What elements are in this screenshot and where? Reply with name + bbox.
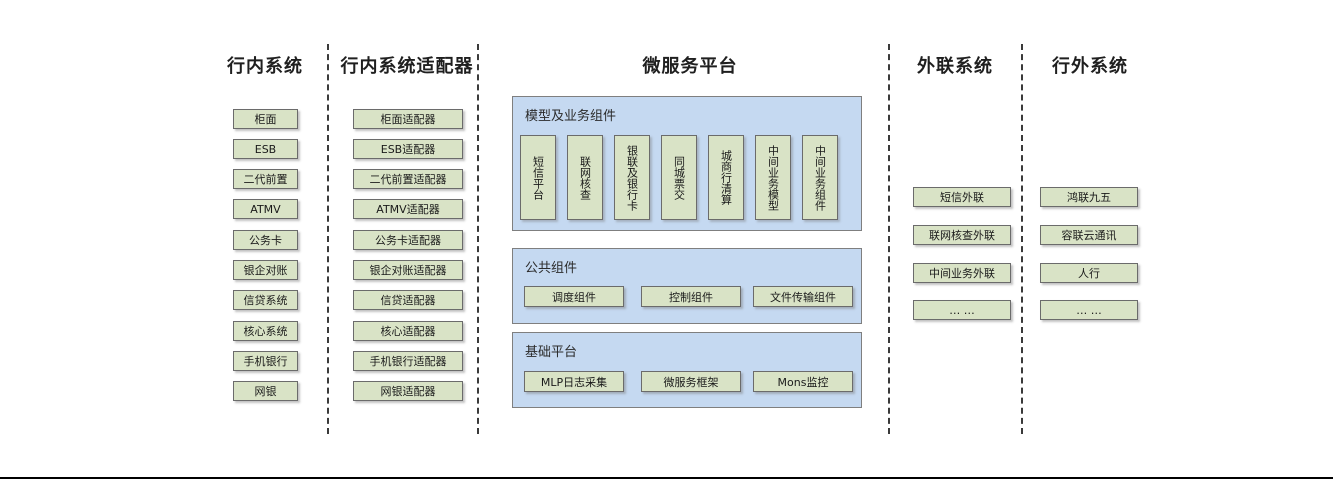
node-model-component[interactable]: 城商行清算: [708, 135, 744, 220]
node-inbank-system[interactable]: 柜面: [233, 109, 298, 129]
node-model-component-label: 中间业务模型: [766, 144, 780, 211]
panel-title-base-platform: 基础平台: [525, 345, 578, 360]
node-model-component-label: 银联及银行卡: [625, 144, 639, 211]
platform-title: 微服务平台: [642, 56, 738, 77]
panel-title-model-business-components: 模型及业务组件: [525, 109, 617, 124]
node-inbank-system[interactable]: 手机银行: [233, 351, 298, 371]
node-inbank-adapter[interactable]: 二代前置适配器: [353, 169, 463, 189]
node-model-component-label: 中间业务组件: [813, 144, 827, 211]
node-inbank-system[interactable]: 公务卡: [233, 230, 298, 250]
node-base-platform-component[interactable]: Mons监控: [753, 371, 853, 392]
node-public-component[interactable]: 控制组件: [641, 286, 741, 307]
node-model-component[interactable]: 中间业务组件: [802, 135, 838, 220]
separator-2: [477, 44, 479, 434]
node-inbank-adapter[interactable]: ESB适配器: [353, 139, 463, 159]
node-outbank-system[interactable]: 人行: [1040, 263, 1138, 283]
node-external-link-system[interactable]: 联网核查外联: [913, 225, 1011, 245]
node-inbank-adapter[interactable]: 核心适配器: [353, 321, 463, 341]
node-inbank-adapter[interactable]: ATMV适配器: [353, 199, 463, 219]
separator-3: [888, 44, 890, 434]
column-title-external-link-systems: 外联系统: [917, 56, 993, 77]
node-model-component[interactable]: 同城票交: [661, 135, 697, 220]
node-model-component-label: 同城票交: [672, 155, 686, 200]
node-external-link-system[interactable]: 短信外联: [913, 187, 1011, 207]
node-model-component[interactable]: 短信平台: [520, 135, 556, 220]
node-model-component-label: 城商行清算: [719, 150, 733, 205]
node-base-platform-component[interactable]: 微服务框架: [641, 371, 741, 392]
node-model-component-label: 联网核查: [578, 155, 592, 200]
node-inbank-system[interactable]: 核心系统: [233, 321, 298, 341]
node-external-link-system[interactable]: 中间业务外联: [913, 263, 1011, 283]
node-external-link-system[interactable]: … …: [913, 300, 1011, 320]
node-outbank-system[interactable]: … …: [1040, 300, 1138, 320]
node-outbank-system[interactable]: 容联云通讯: [1040, 225, 1138, 245]
node-inbank-adapter[interactable]: 信贷适配器: [353, 290, 463, 310]
node-inbank-adapter[interactable]: 银企对账适配器: [353, 260, 463, 280]
separator-1: [327, 44, 329, 434]
node-inbank-system[interactable]: 银企对账: [233, 260, 298, 280]
node-outbank-system[interactable]: 鸿联九五: [1040, 187, 1138, 207]
node-inbank-adapter[interactable]: 网银适配器: [353, 381, 463, 401]
node-base-platform-component[interactable]: MLP日志采集: [524, 371, 624, 392]
column-title-inbank-systems: 行内系统: [227, 56, 303, 77]
panel-title-public-components: 公共组件: [525, 261, 578, 276]
node-inbank-system[interactable]: 信贷系统: [233, 290, 298, 310]
node-inbank-adapter[interactable]: 公务卡适配器: [353, 230, 463, 250]
node-inbank-system[interactable]: 网银: [233, 381, 298, 401]
node-inbank-system[interactable]: 二代前置: [233, 169, 298, 189]
node-model-component[interactable]: 中间业务模型: [755, 135, 791, 220]
node-model-component[interactable]: 联网核查: [567, 135, 603, 220]
node-inbank-adapter[interactable]: 柜面适配器: [353, 109, 463, 129]
node-public-component[interactable]: 文件传输组件: [753, 286, 853, 307]
column-title-outbank-systems: 行外系统: [1052, 56, 1128, 77]
separator-4: [1021, 44, 1023, 434]
bottom-divider: [0, 477, 1333, 479]
node-model-component-label: 短信平台: [531, 155, 545, 200]
node-model-component[interactable]: 银联及银行卡: [614, 135, 650, 220]
node-inbank-system[interactable]: ESB: [233, 139, 298, 159]
node-inbank-adapter[interactable]: 手机银行适配器: [353, 351, 463, 371]
column-title-inbank-adapters: 行内系统适配器: [340, 56, 474, 77]
panel-base-platform: 基础平台: [512, 332, 862, 408]
node-inbank-system[interactable]: ATMV: [233, 199, 298, 219]
node-public-component[interactable]: 调度组件: [524, 286, 624, 307]
